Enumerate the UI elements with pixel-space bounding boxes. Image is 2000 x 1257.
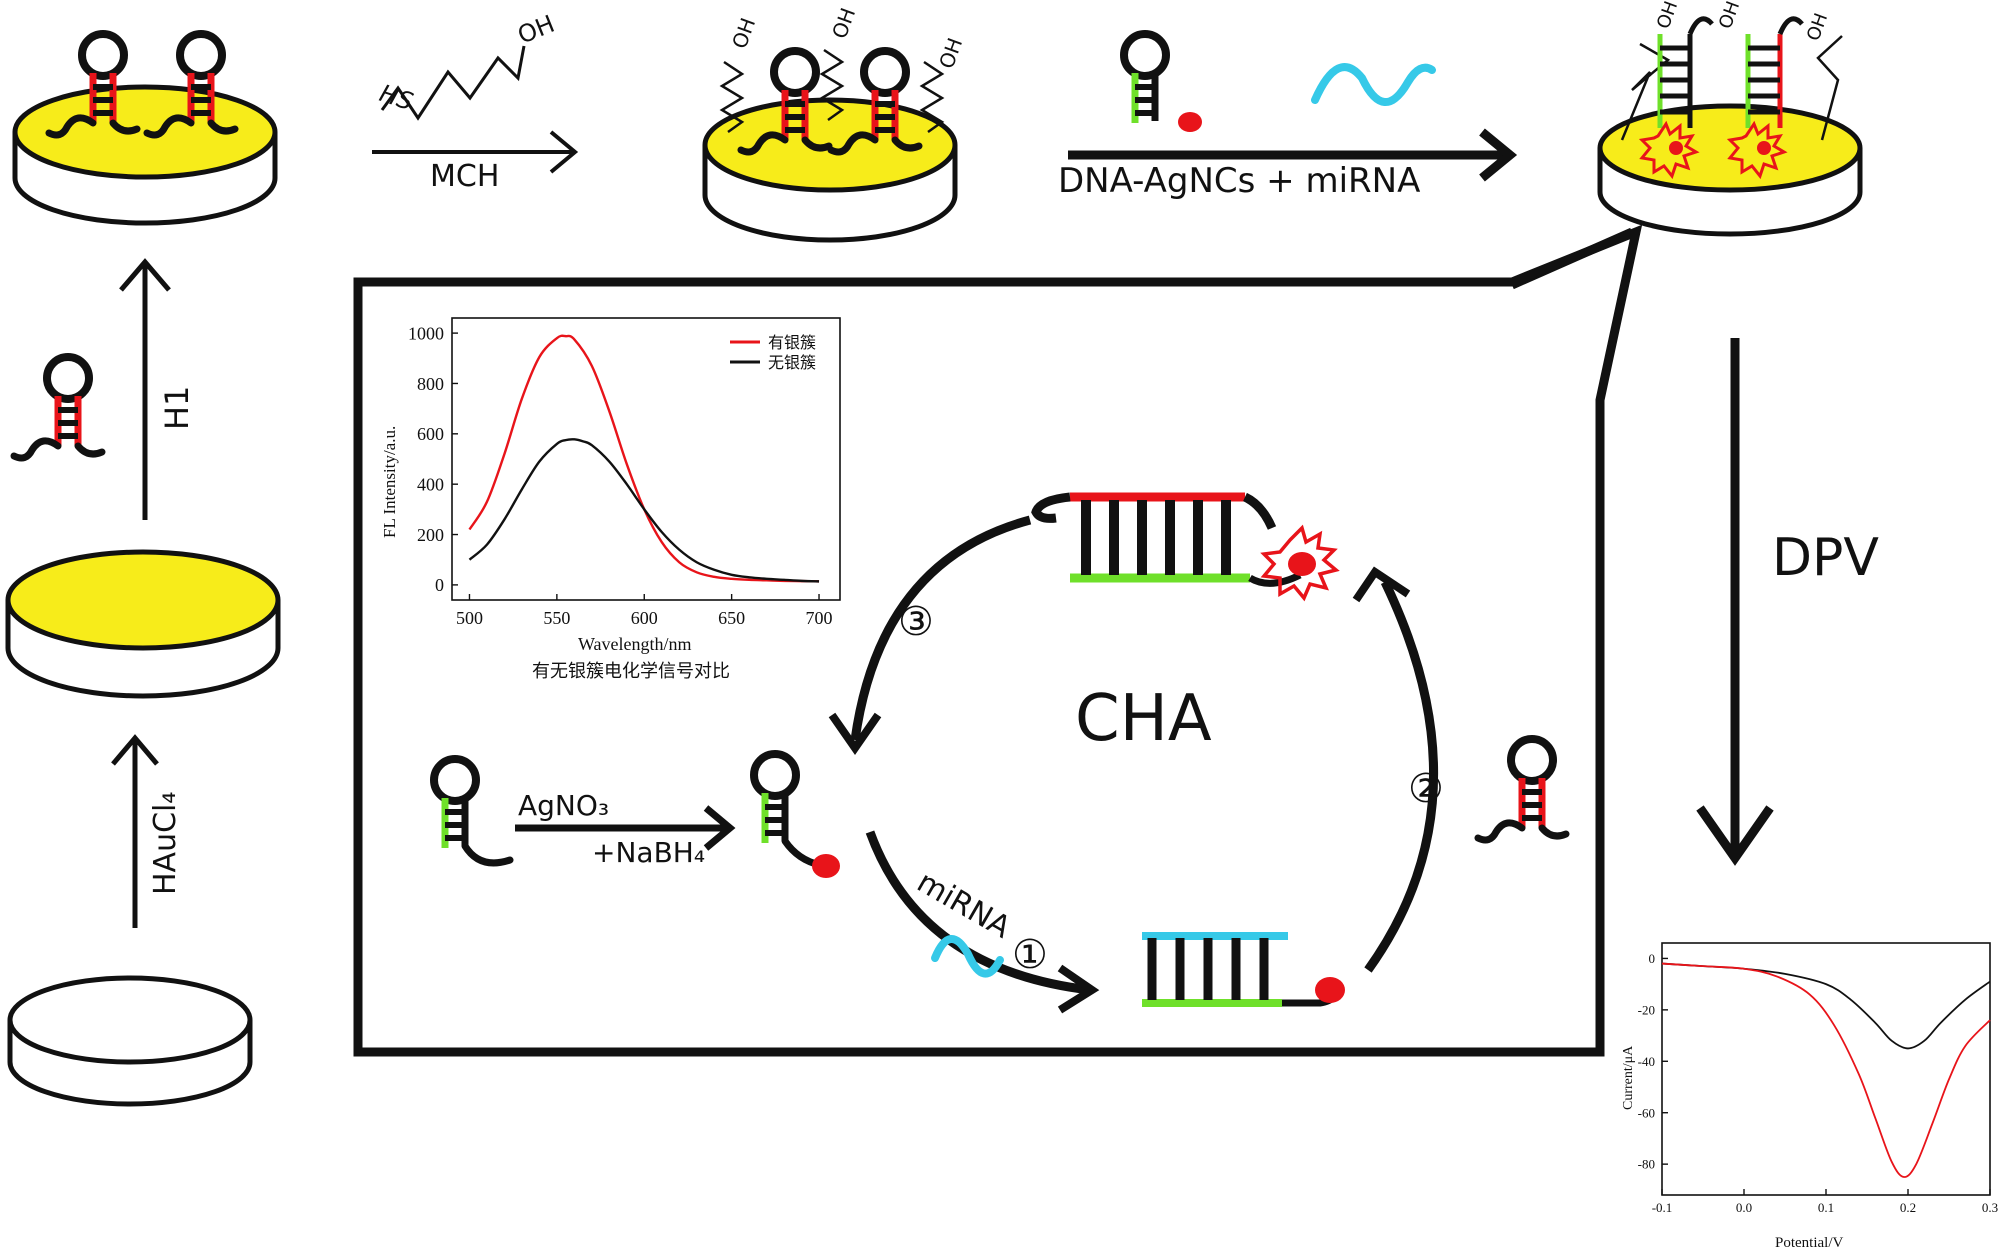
dna-agncs-mirna-arrow: DNA-AgNCs + miRNA	[1058, 34, 1518, 201]
y-tick-label: -20	[1638, 1002, 1655, 1017]
step2-arrow: ②	[1352, 566, 1444, 973]
nabh4-label: +NaBH₄	[592, 836, 705, 869]
mirna-template-duplex	[1142, 932, 1345, 1007]
gold-electrode	[5, 549, 281, 699]
haucl4-label: HAuCl₄	[148, 792, 183, 895]
legend-label: 有银簇	[768, 334, 816, 352]
legend-label: 无银簇	[768, 354, 816, 372]
agno3-arrow: AgNO₃ +NaBH₄	[515, 789, 736, 869]
step2-label: ②	[1408, 766, 1444, 812]
x-tick-label: 700	[806, 608, 833, 628]
x-tick-label: 0.3	[1982, 1200, 1998, 1215]
oh-label: OH	[514, 10, 559, 50]
cha-label: CHA	[1075, 682, 1212, 756]
x-tick-label: 0.0	[1736, 1200, 1752, 1215]
fl-ylabel: FL Intensity/a.u.	[380, 426, 399, 538]
dpv-plot-frame	[1661, 942, 1991, 1196]
step3-label: ③	[898, 599, 934, 645]
x-tick-label: -0.1	[1652, 1200, 1673, 1215]
svg-text:OH: OH	[1803, 10, 1832, 43]
mirna-step-label: miRNA	[911, 865, 1017, 946]
series-line-1	[468, 438, 820, 583]
dna-agnc-hairpin	[754, 754, 840, 878]
svg-text:OH: OH	[1715, 0, 1744, 32]
y-tick-label: 200	[417, 525, 444, 545]
mch-blocked-electrode: OH OH OH	[702, 5, 967, 243]
haucl4-arrow: HAuCl₄	[111, 734, 183, 928]
y-tick-label: 800	[417, 374, 444, 394]
y-tick-label: 400	[417, 474, 444, 494]
x-tick-label: 500	[456, 608, 483, 628]
final-electrode: OH OH OH	[1597, 0, 1863, 237]
h1-modified-electrode	[12, 34, 278, 226]
x-tick-label: 550	[543, 608, 570, 628]
mch-label: MCH	[430, 159, 499, 194]
h1-template-duplex	[1031, 492, 1340, 602]
y-tick-label: 0	[1649, 951, 1656, 966]
svg-text:OH: OH	[727, 15, 760, 52]
step3-arrow: ③	[828, 515, 1032, 755]
dpv-xlabel: Potential/V	[1775, 1235, 1843, 1251]
y-tick-label: 600	[417, 424, 444, 444]
y-tick-label: 1000	[408, 323, 444, 343]
h1-hairpin-step2	[1478, 739, 1566, 840]
bare-electrode	[7, 975, 253, 1107]
x-tick-label: 0.1	[1818, 1200, 1834, 1215]
y-tick-label: -40	[1638, 1054, 1655, 1069]
h1-label: H1	[158, 386, 196, 430]
dna-agncs-mirna-label: DNA-AgNCs + miRNA	[1058, 161, 1420, 201]
dpv-arrow: DPV	[1696, 338, 1879, 866]
mch-arrow: HS OH MCH	[372, 10, 579, 194]
y-tick-label: -60	[1638, 1105, 1655, 1120]
dpv-chart: -0.1 0.0 0.1 0.2 0.3 0 -20 -40 -60 -80 Potential/…	[1621, 942, 1998, 1251]
y-tick-label: -80	[1638, 1157, 1655, 1172]
h1-hairpin	[14, 357, 102, 458]
svg-text:OH: OH	[934, 35, 967, 72]
fl-plot-frame	[451, 317, 841, 601]
svg-text:OH: OH	[827, 5, 860, 42]
dna-template-hairpin	[434, 759, 514, 867]
dpv-ylabel: Current/μA	[1621, 1045, 1636, 1110]
cha-callout-box	[353, 224, 1643, 1057]
step1-arrow: miRNA ①	[865, 830, 1100, 1014]
dpv-label: DPV	[1772, 528, 1879, 588]
x-tick-label: 600	[631, 608, 658, 628]
hs-label: HS	[376, 79, 416, 116]
x-tick-label: 0.2	[1900, 1200, 1916, 1215]
fl-xlabel: Wavelength/nm	[578, 634, 692, 654]
h1-arrow: H1	[119, 258, 196, 520]
x-tick-label: 650	[718, 608, 745, 628]
agno3-label: AgNO₃	[518, 789, 609, 822]
y-tick-label: 0	[435, 575, 444, 595]
fl-caption: 有无银簇电化学信号对比	[532, 661, 730, 681]
svg-text:OH: OH	[1653, 0, 1682, 32]
series-line-0	[468, 334, 820, 583]
series-line-1	[1661, 962, 1991, 1178]
step1-label: ①	[1012, 932, 1048, 978]
